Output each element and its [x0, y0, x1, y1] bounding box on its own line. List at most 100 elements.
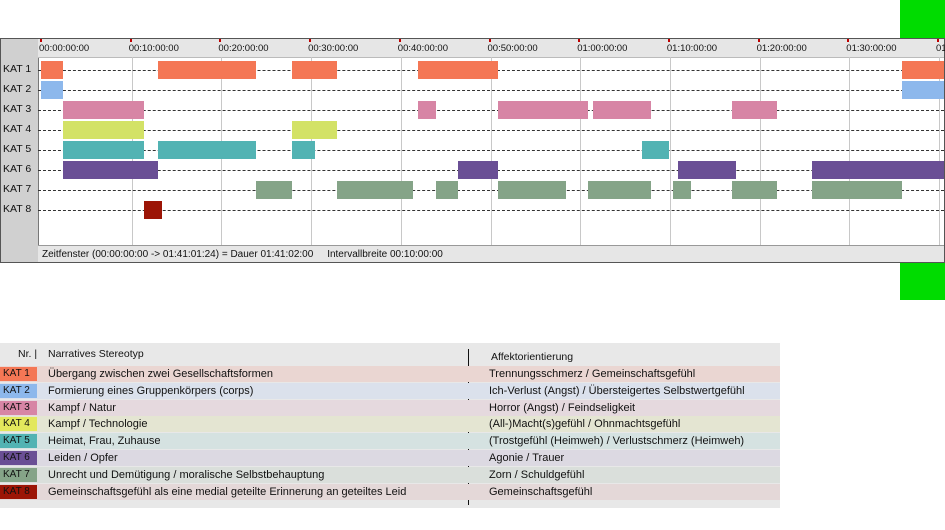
category-label-1: KAT 1: [3, 63, 32, 75]
segment-kat-3[interactable]: [63, 101, 145, 119]
legend-affekt: Agonie / Trauer: [489, 452, 565, 464]
segment-kat-2[interactable]: [41, 81, 64, 99]
legend-badge: KAT 1: [0, 367, 37, 381]
segment-kat-1[interactable]: [417, 61, 499, 79]
segment-kat-7[interactable]: [337, 181, 414, 199]
tick-mark: [578, 39, 581, 42]
grid-line: [759, 57, 761, 245]
track-line-4: [38, 130, 944, 131]
legend-stereotyp: Gemeinschaftsgefühl als eine medial gete…: [48, 485, 407, 498]
tick-mark: [847, 39, 850, 42]
segment-kat-5[interactable]: [157, 141, 257, 159]
legend-stereotyp: Formierung eines Gruppenkörpers (corps): [48, 384, 254, 397]
legend-badge: KAT 7: [0, 467, 37, 482]
tick-label: 00:00:00:00: [39, 43, 90, 54]
track-line-7: [38, 190, 944, 191]
legend-affekt: Zorn / Schuldgefühl: [489, 468, 585, 481]
segment-kat-4[interactable]: [63, 121, 145, 139]
segment-kat-6[interactable]: [677, 161, 737, 179]
segment-kat-5[interactable]: [292, 141, 315, 159]
grid-line: [400, 57, 402, 245]
segment-kat-1[interactable]: [157, 61, 257, 79]
segment-kat-4[interactable]: [292, 121, 337, 139]
header-affekt: Affektorientierung: [491, 351, 574, 363]
status-bar: Zeitfenster (00:00:00:00 -> 01:41:01:24)…: [38, 245, 944, 262]
segment-kat-1[interactable]: [292, 61, 337, 79]
legend-stereotyp: Leiden / Opfer: [48, 452, 118, 464]
tick-label: 00:40:00:00: [397, 43, 448, 54]
tick-label: 00:30:00:00: [308, 43, 359, 54]
tick-mark: [40, 39, 42, 42]
segment-kat-6[interactable]: [63, 161, 158, 179]
legend-row: KAT 1 Übergang zwischen zwei Gesellschaft…: [0, 366, 780, 382]
segment-kat-3[interactable]: [592, 101, 651, 119]
legend-stereotyp: Übergang zwischen zwei Gesellschaftsform…: [48, 368, 273, 380]
grid-line: [580, 57, 582, 245]
legend-row: KAT 8 Gemeinschaftsgefühl als eine medial…: [0, 483, 780, 500]
category-label-6: KAT 6: [3, 163, 32, 175]
green-marker-top: [900, 0, 945, 38]
category-label-5: KAT 5: [3, 143, 32, 155]
legend-badge: KAT 2: [0, 383, 37, 398]
legend-stereotyp: Heimat, Frau, Zuhause: [48, 435, 161, 448]
legend-header: Nr. | Narratives Stereotyp Affektorienti…: [0, 343, 780, 365]
tick-label: 01: [936, 43, 945, 54]
legend-badge: KAT 5: [0, 434, 37, 449]
segment-kat-8[interactable]: [144, 201, 163, 219]
segment-kat-7[interactable]: [256, 181, 293, 199]
legend-row: KAT 7 Unrecht und Demütigung / moralische…: [0, 466, 780, 483]
segment-kat-3[interactable]: [417, 101, 436, 119]
segment-kat-7[interactable]: [435, 181, 459, 199]
grid-line: [490, 57, 492, 245]
legend-stereotyp: Unrecht und Demütigung / moralische Selb…: [48, 468, 325, 481]
timeline-plot[interactable]: [38, 57, 944, 245]
segment-kat-1[interactable]: [902, 61, 944, 79]
track-line-8: [38, 210, 944, 211]
legend-affekt: Horror (Angst) / Feindseligkeit: [489, 401, 636, 414]
tick-label: 00:10:00:00: [128, 43, 179, 54]
legend-table: Nr. | Narratives Stereotyp Affektorienti…: [0, 343, 780, 508]
legend-badge: KAT 6: [0, 451, 37, 465]
segment-kat-5[interactable]: [641, 141, 669, 159]
category-label-3: KAT 3: [3, 103, 32, 115]
segment-kat-7[interactable]: [731, 181, 777, 199]
track-line-2: [38, 90, 944, 91]
track-line-3: [38, 110, 944, 111]
segment-kat-1[interactable]: [41, 61, 64, 79]
segment-kat-7[interactable]: [812, 181, 903, 199]
segment-kat-5[interactable]: [63, 141, 145, 159]
tick-label: 00:50:00:00: [487, 43, 538, 54]
tick-mark: [667, 39, 670, 42]
legend-affekt: (All-)Macht(s)gefühl / Ohnmachtsgefühl: [489, 418, 681, 431]
category-label-7: KAT 7: [3, 183, 32, 195]
segment-kat-7[interactable]: [588, 181, 651, 199]
category-label-4: KAT 4: [3, 123, 32, 135]
legend-badge: KAT 4: [0, 417, 37, 432]
tick-mark: [129, 39, 132, 42]
tick-label: 01:30:00:00: [846, 43, 897, 54]
tick-mark: [488, 39, 491, 42]
segment-kat-3[interactable]: [731, 101, 777, 119]
legend-badge: KAT 3: [0, 400, 37, 415]
segment-kat-6[interactable]: [812, 161, 944, 179]
segment-kat-7[interactable]: [673, 181, 692, 199]
segment-kat-3[interactable]: [498, 101, 589, 119]
legend-badge: KAT 8: [0, 484, 37, 499]
tick-mark: [309, 39, 312, 42]
category-label-2: KAT 2: [3, 83, 32, 95]
time-ruler[interactable]: 00:00:00:00 00:10:00:00 00:20:00:00 00:30:0…: [38, 39, 945, 58]
legend-stereotyp: Kampf / Natur: [48, 401, 116, 414]
segment-kat-2[interactable]: [902, 81, 944, 99]
tick-label: 01:00:00:00: [577, 43, 628, 54]
legend-row: KAT 6 Leiden / Opfer Agonie / Trauer: [0, 450, 780, 466]
tick-label: 00:20:00:00: [218, 43, 269, 54]
segment-kat-6[interactable]: [458, 161, 499, 179]
tick-mark: [757, 39, 760, 42]
legend-affekt: Trennungsschmerz / Gemeinschaftsgefühl: [489, 368, 696, 380]
tick-label: 01:10:00:00: [666, 43, 718, 54]
segment-kat-7[interactable]: [498, 181, 566, 199]
tick-mark: [219, 39, 222, 42]
